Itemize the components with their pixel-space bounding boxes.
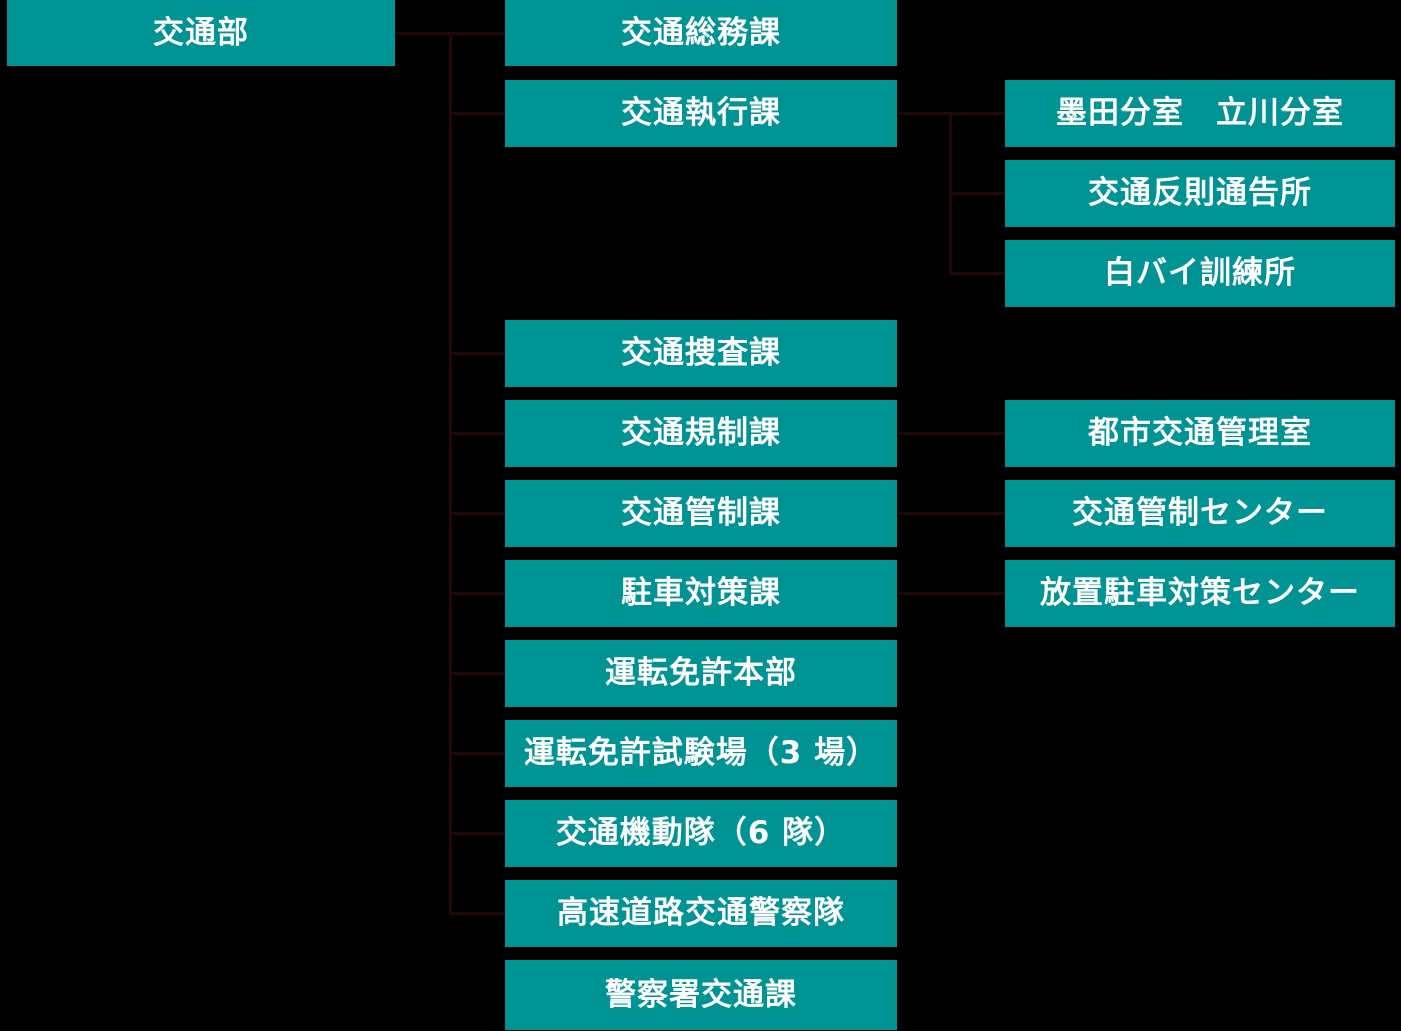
org-box-label: 墨田分室 立川分室 bbox=[1056, 95, 1344, 131]
org-box-label: 白バイ訓練所 bbox=[1104, 255, 1296, 291]
org-box-label: 交通機動隊（6 隊） bbox=[555, 815, 847, 851]
org-box-label: 交通捜査課 bbox=[621, 335, 781, 371]
org-box-hochi-chusha-center: 放置駐車対策センター bbox=[1005, 560, 1395, 627]
org-box-label: 交通反則通告所 bbox=[1088, 175, 1312, 211]
org-box-label: 運転免許試験場（3 場） bbox=[523, 735, 879, 771]
org-box-kotsu-sosa-ka: 交通捜査課 bbox=[505, 320, 897, 387]
connector-line bbox=[949, 272, 1005, 275]
connector-line bbox=[449, 512, 506, 515]
org-box-label: 交通管制課 bbox=[621, 495, 781, 531]
org-box-label: 高速道路交通警察隊 bbox=[557, 895, 845, 931]
connector-line bbox=[449, 832, 506, 835]
org-box-kansei-center: 交通管制センター bbox=[1005, 480, 1395, 547]
org-box-toshi-kotsu-kanri: 都市交通管理室 bbox=[1005, 400, 1395, 467]
connector-line bbox=[449, 352, 506, 355]
connector-line bbox=[897, 512, 1005, 515]
connector-line bbox=[449, 912, 506, 915]
org-box-label: 駐車対策課 bbox=[621, 575, 781, 611]
org-box-label: 都市交通管理室 bbox=[1088, 415, 1312, 451]
org-box-label: 運転免許本部 bbox=[605, 655, 797, 691]
org-box-unten-menkyo-honbu: 運転免許本部 bbox=[505, 640, 897, 707]
org-box-kotsu-kansei-ka: 交通管制課 bbox=[505, 480, 897, 547]
connector-line bbox=[449, 432, 506, 435]
org-box-keisatsusho-kotsu-ka: 警察署交通課 bbox=[505, 960, 897, 1030]
org-box-kotsu-bu: 交通部 bbox=[7, 0, 395, 66]
connector-line bbox=[897, 432, 1005, 435]
connector-line bbox=[949, 192, 1005, 195]
org-box-label: 警察署交通課 bbox=[605, 976, 797, 1013]
org-box-label: 交通規制課 bbox=[621, 415, 781, 451]
connector-line bbox=[449, 32, 452, 915]
connector-line bbox=[449, 672, 506, 675]
org-box-chusha-taisaku-ka: 駐車対策課 bbox=[505, 560, 897, 627]
org-box-kosoku-keisatsutai: 高速道路交通警察隊 bbox=[505, 880, 897, 947]
connector-line bbox=[449, 752, 506, 755]
org-box-kotsu-shikko-ka: 交通執行課 bbox=[505, 80, 897, 147]
org-box-label: 放置駐車対策センター bbox=[1040, 575, 1360, 611]
org-box-sumida-tachikawa: 墨田分室 立川分室 bbox=[1005, 80, 1395, 147]
connector-line bbox=[449, 112, 506, 115]
org-box-label: 交通管制センター bbox=[1072, 495, 1328, 531]
org-box-label: 交通執行課 bbox=[621, 95, 781, 131]
connector-line bbox=[897, 592, 1005, 595]
org-box-label: 交通総務課 bbox=[621, 14, 781, 51]
org-box-kotsu-kidotai: 交通機動隊（6 隊） bbox=[505, 800, 897, 867]
org-box-menkyo-shikenjo: 運転免許試験場（3 場） bbox=[505, 720, 897, 787]
org-box-kotsu-somu-ka: 交通総務課 bbox=[505, 0, 897, 66]
org-box-shirobai-kunrenjo: 白バイ訓練所 bbox=[1005, 240, 1395, 307]
org-box-kotsu-kisei-ka: 交通規制課 bbox=[505, 400, 897, 467]
org-box-kotsu-hansoku: 交通反則通告所 bbox=[1005, 160, 1395, 227]
org-box-label: 交通部 bbox=[153, 14, 249, 51]
connector-line bbox=[449, 592, 506, 595]
